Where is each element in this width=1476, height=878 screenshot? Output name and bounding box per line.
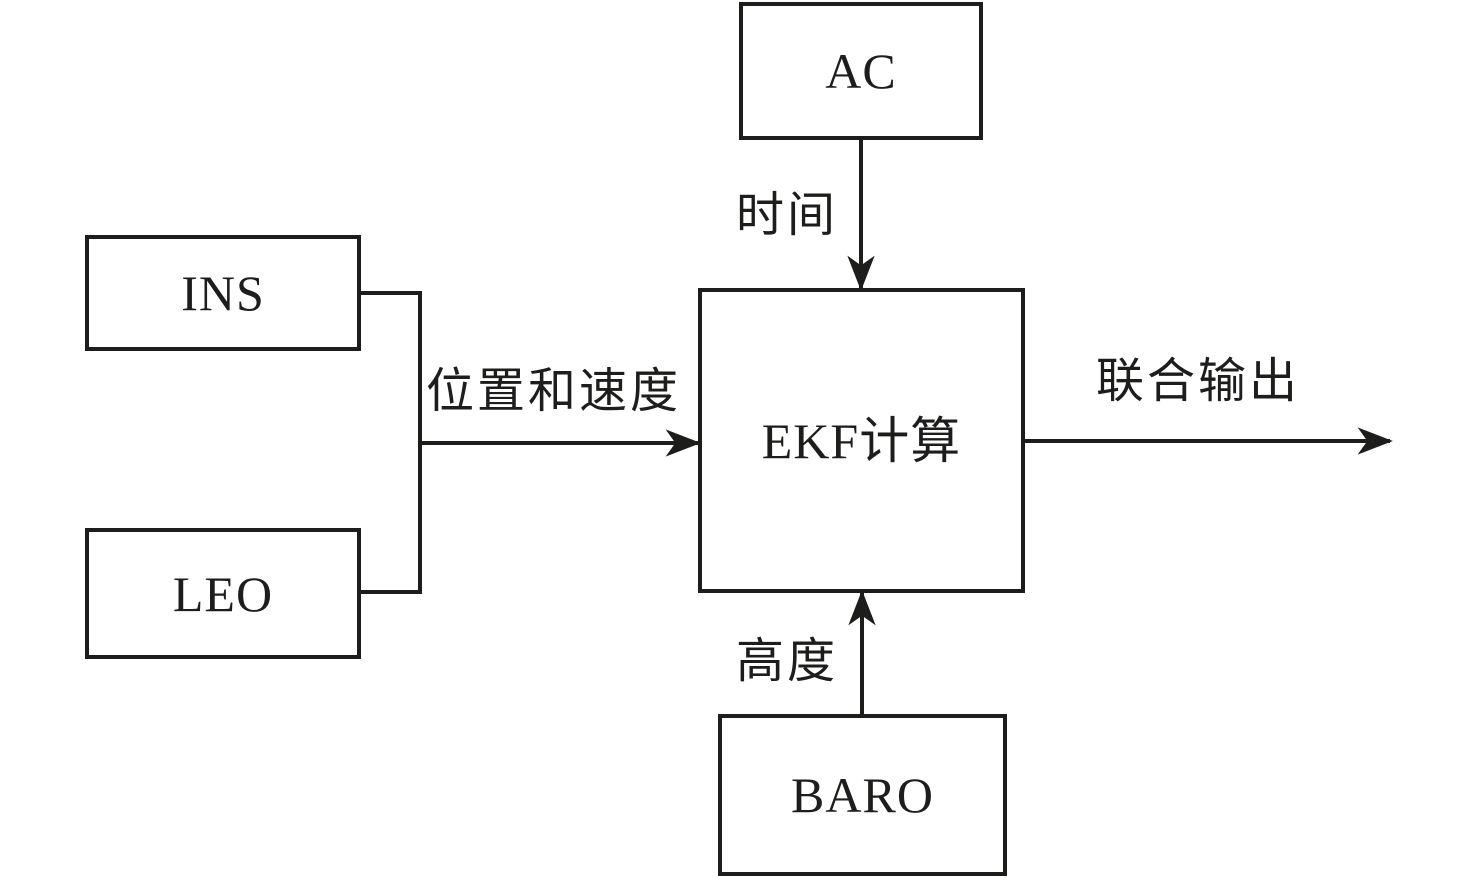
edge-label-time: 时间 (736, 189, 839, 242)
node-leo-label: LEO (172, 565, 274, 622)
node-ac-label: AC (825, 43, 897, 99)
node-ac: AC (739, 2, 983, 140)
edge-label-combined-output: 联合输出 (1096, 355, 1301, 408)
node-ins: INS (85, 235, 361, 351)
node-leo: LEO (85, 528, 361, 659)
edge-label-position-velocity: 位置和速度 (426, 365, 682, 418)
node-baro-label: BARO (791, 767, 934, 823)
node-ins-label: INS (181, 265, 265, 321)
node-baro: BARO (718, 714, 1007, 876)
node-ekf-label: EKF计算 (761, 412, 962, 469)
node-ekf: EKF计算 (698, 288, 1025, 593)
edge-label-altitude: 高度 (736, 635, 839, 688)
